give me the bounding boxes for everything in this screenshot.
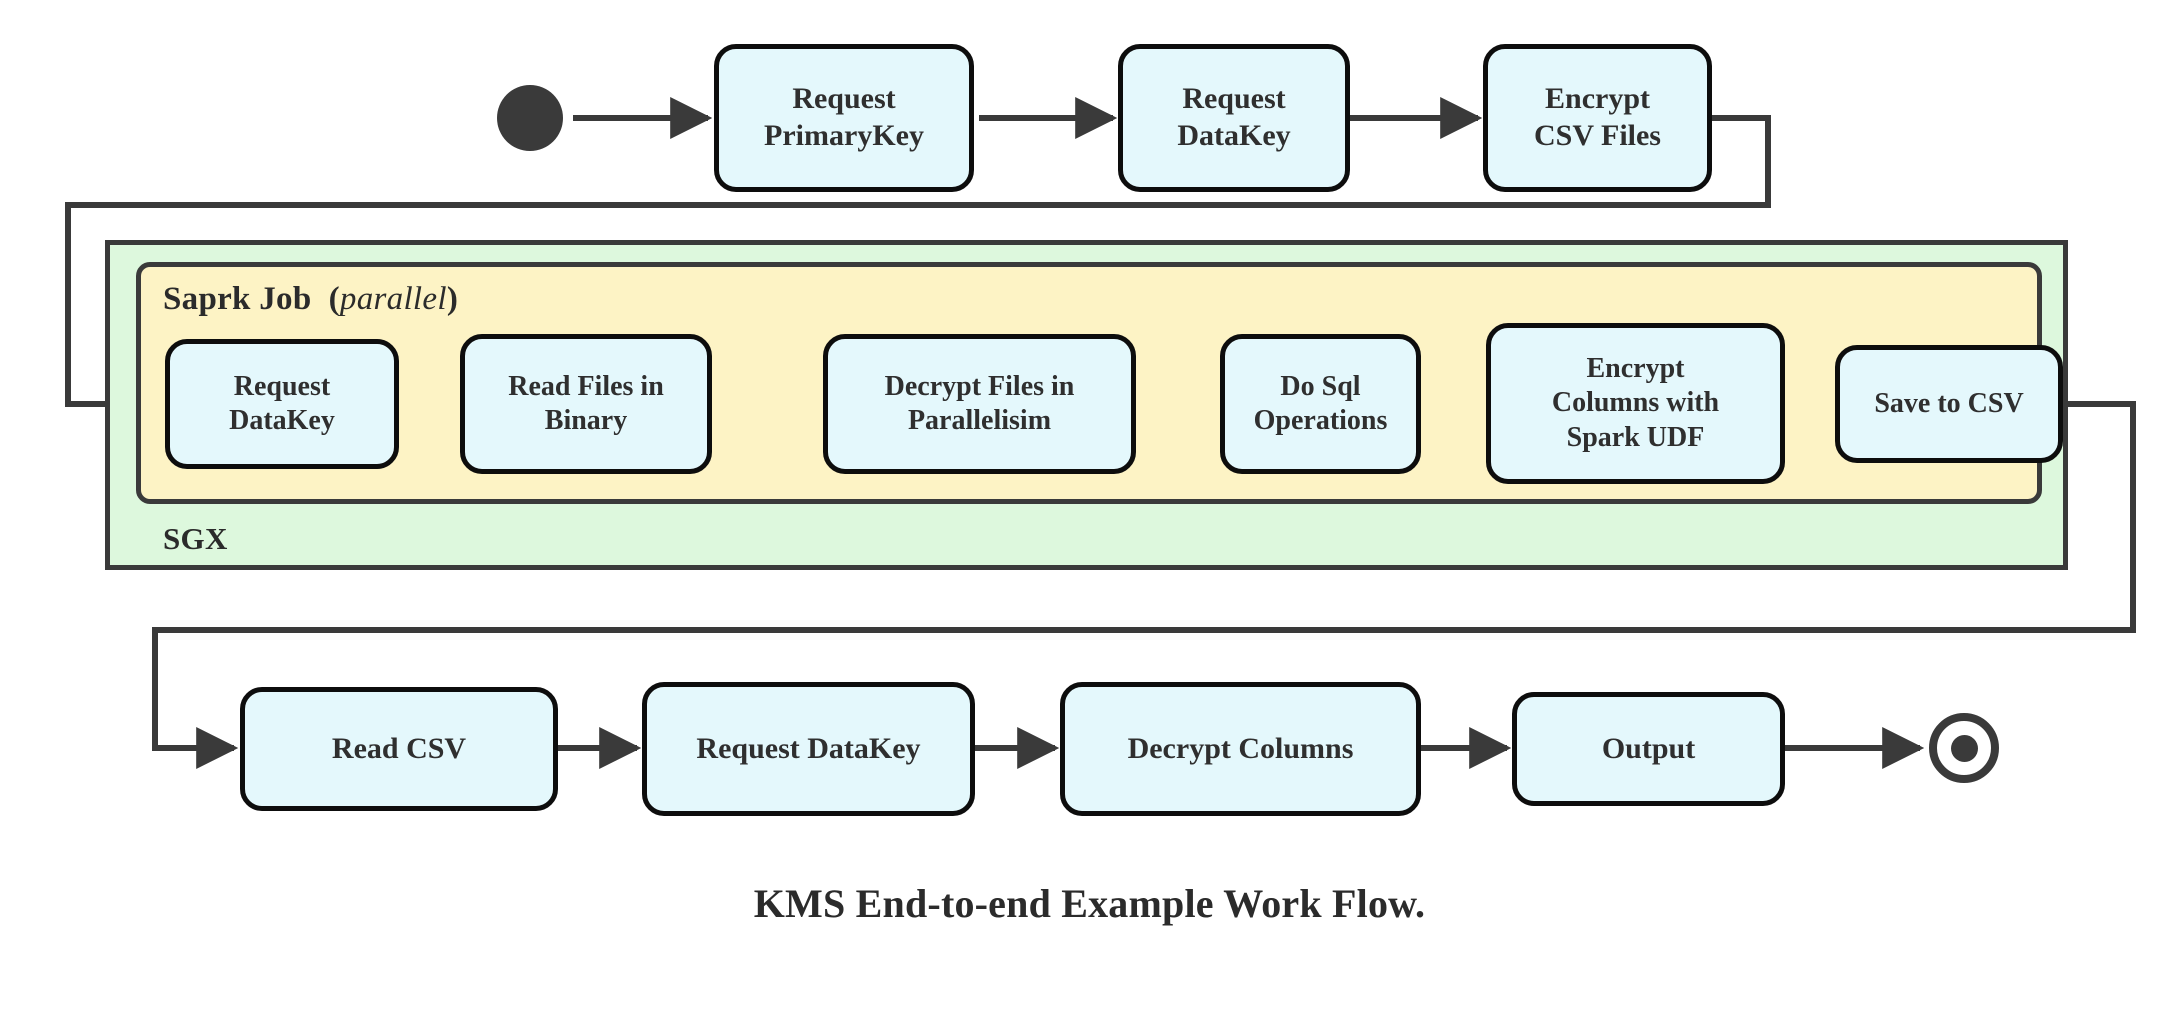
node-label-line: Encrypt (1586, 353, 1685, 385)
node-output[interactable]: Output (1512, 692, 1785, 806)
node-label-line: DataKey (1177, 119, 1291, 152)
node-label-line: Binary (544, 405, 628, 436)
node-label-line: DataKey (229, 405, 335, 436)
node-request-datakey-spark[interactable]: Request DataKey (165, 339, 399, 469)
node-request-datakey-top[interactable]: Request DataKey (1118, 44, 1350, 192)
diagram-caption: KMS End-to-end Example Work Flow. (753, 881, 1426, 926)
node-read-csv[interactable]: Read CSV (240, 687, 558, 811)
spark-label-paren-open: ( (328, 281, 340, 317)
node-label-line: Operations (1253, 405, 1388, 436)
node-encrypt-csv-files[interactable]: Encrypt CSV Files (1483, 44, 1712, 192)
start-node (497, 85, 563, 151)
node-label-line: Columns with (1551, 387, 1720, 419)
node-label-line: Do Sql (1280, 370, 1361, 402)
node-label-line: Read Files in (508, 370, 664, 402)
node-label-line: Output (1601, 731, 1696, 765)
node-request-primarykey[interactable]: Request PrimaryKey (714, 44, 974, 192)
node-read-files-in-binary[interactable]: Read Files in Binary (460, 334, 712, 474)
spark-label-italic: parallel (339, 281, 447, 317)
node-label-line: Decrypt Files in (884, 370, 1075, 402)
node-label-line: Request (792, 82, 896, 116)
node-label-line: Encrypt (1545, 82, 1650, 116)
node-save-to-csv[interactable]: Save to CSV (1835, 345, 2063, 463)
node-label-line: CSV Files (1534, 119, 1661, 152)
node-decrypt-files-in-parallelisim[interactable]: Decrypt Files in Parallelisim (823, 334, 1136, 474)
node-decrypt-columns[interactable]: Decrypt Columns (1060, 682, 1421, 816)
node-do-sql-operations[interactable]: Do Sql Operations (1220, 334, 1421, 474)
node-label-line: Read CSV (331, 731, 467, 765)
node-label-line: Request DataKey (696, 731, 921, 765)
node-encrypt-columns-with-spark-udf[interactable]: Encrypt Columns with Spark UDF (1486, 323, 1785, 484)
node-request-datakey-bottom[interactable]: Request DataKey (642, 682, 975, 816)
node-label-line: Spark UDF (1566, 421, 1705, 453)
node-label-line: PrimaryKey (764, 119, 924, 152)
end-node-inner (1950, 734, 1978, 762)
node-label-line: Parallelisim (907, 405, 1052, 436)
node-label-line: Save to CSV (1874, 387, 2024, 419)
end-node (1929, 713, 1999, 783)
node-label-line: Request (1182, 82, 1286, 116)
sgx-container-label: SGX (163, 521, 228, 556)
spark-label-bold: Saprk Job (163, 281, 312, 317)
node-label-line: Decrypt Columns (1127, 731, 1354, 765)
spark-label-paren-close: ) (446, 281, 459, 317)
spark-job-container-label: Saprk Job (parallel) (163, 281, 458, 318)
node-label-line: Request (233, 370, 331, 402)
